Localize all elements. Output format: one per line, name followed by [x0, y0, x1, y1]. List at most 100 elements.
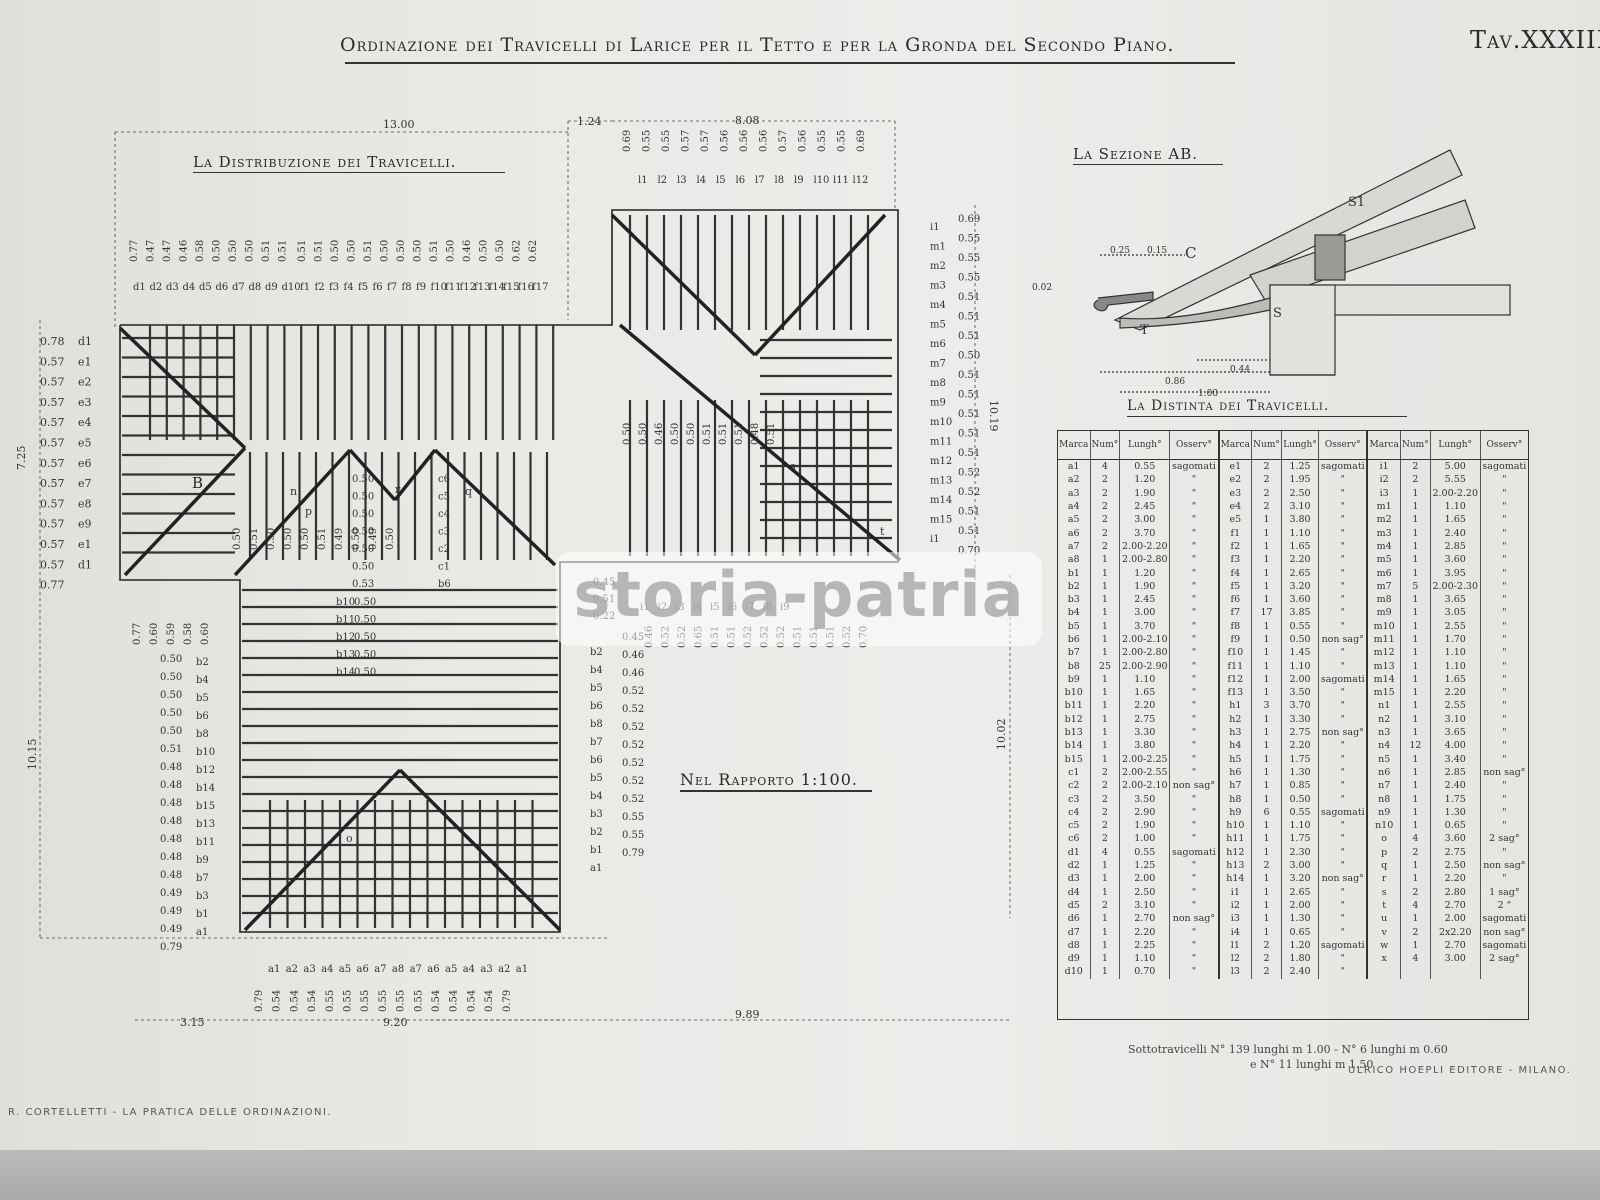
- schedule-cell: o: [1367, 832, 1401, 846]
- spacing-label: 0.51: [958, 409, 980, 420]
- spacing-label: b10: [196, 747, 215, 758]
- schedule-cell: 4.00: [1430, 739, 1481, 753]
- schedule-cell: 1: [1090, 672, 1121, 687]
- spacing-label: 0.69: [622, 130, 633, 152]
- spacing-label: 0.52: [958, 487, 980, 498]
- schedule-cell: h6: [1218, 765, 1253, 780]
- spacing-label: 0.46: [179, 240, 190, 262]
- schedule-cell: non sag°: [1483, 860, 1526, 872]
- schedule-cell: f6: [1218, 592, 1253, 607]
- spacing-label: 0.51: [958, 429, 980, 440]
- schedule-cell: m4: [1367, 539, 1401, 554]
- spacing-label: f5: [358, 282, 368, 293]
- schedule-cell: a8: [1058, 553, 1091, 567]
- hip-line: [610, 213, 757, 357]
- schedule-cell: 1: [1400, 672, 1431, 687]
- point-b-label: B: [192, 474, 203, 492]
- schedule-cell: 1: [1251, 925, 1282, 939]
- schedule-cell: x: [1367, 951, 1401, 966]
- spacing-label: 0.50: [160, 726, 182, 737]
- schedule-cell: 2: [1251, 486, 1282, 500]
- schedule-cell: 3.20: [1281, 872, 1320, 886]
- spacing-label: 0.54: [289, 990, 300, 1012]
- spacing-label: 0.52: [622, 794, 644, 805]
- schedule-cell: [1367, 965, 1401, 979]
- schedule-cell: n7: [1367, 779, 1401, 793]
- footnote-sottotravicelli: Sottotravicelli N° 139 lunghi m 1.00 - N…: [1128, 1042, 1448, 1072]
- spacing-label: a1: [196, 927, 208, 938]
- section-title: La Sezione AB.: [1073, 145, 1199, 163]
- hip-line: [243, 768, 402, 932]
- schedule-cell: d8: [1058, 938, 1091, 952]
- spacing-label: d3: [166, 282, 179, 293]
- spacing-label: a7: [410, 964, 422, 975]
- hip-line: [618, 323, 902, 562]
- spacing-label: 0.55: [378, 990, 389, 1012]
- schedule-cell: i3: [1218, 912, 1253, 926]
- spacing-label: a1: [590, 863, 602, 874]
- schedule-cell: ": [1318, 686, 1369, 700]
- spacing-label: 0.50: [638, 423, 649, 445]
- schedule-cell: v: [1367, 925, 1401, 939]
- schedule-cell: ": [1318, 606, 1369, 620]
- schedule-cell: ": [1169, 938, 1220, 952]
- spacing-label: c4: [438, 509, 450, 520]
- schedule-cell: 1: [1251, 912, 1282, 926]
- schedule-cell: 3.10: [1119, 898, 1171, 913]
- schedule-cell: 3.85: [1281, 606, 1320, 620]
- schedule-cell: 3.70: [1119, 619, 1171, 633]
- schedule-cell: i4: [1218, 925, 1253, 939]
- schedule-cell: 0.55: [1119, 845, 1171, 859]
- spacing-label: d1: [78, 558, 92, 571]
- spacing-label: 0.50: [352, 562, 374, 573]
- schedule-cell: ": [1318, 592, 1369, 607]
- schedule-cell: 1: [1400, 566, 1431, 580]
- spacing-label: r: [395, 483, 401, 496]
- spacing-label: 0.50: [160, 708, 182, 719]
- spacing-label: 0.59: [166, 623, 177, 645]
- spacing-label: 0.46: [654, 423, 665, 445]
- schedule-cell: m5: [1367, 553, 1401, 567]
- spacing-label: q: [465, 485, 472, 498]
- schedule-cell: 2: [1090, 473, 1121, 487]
- spacing-label: 0.77: [40, 579, 65, 592]
- schedule-cell: 2: [1090, 486, 1121, 500]
- spacing-label: d1: [78, 335, 92, 348]
- spacing-label: 0.55: [837, 130, 848, 152]
- spacing-label: 0.57: [700, 130, 711, 152]
- spacing-label: b8: [590, 719, 603, 730]
- watermark-text: storia-patria: [573, 558, 1025, 631]
- spacing-label: 0.48: [160, 762, 182, 773]
- schedule-cell: 2.40: [1281, 965, 1320, 979]
- schedule-cell: non sag°: [1483, 926, 1526, 938]
- schedule-cell: 0.65: [1430, 819, 1481, 833]
- schedule-cell: ": [1502, 806, 1507, 818]
- schedule-cell: ": [1169, 686, 1220, 700]
- schedule-cell: non sag°: [1318, 872, 1369, 886]
- schedule-cell: b11: [1058, 699, 1091, 713]
- schedule-cell: 2.00-2.80: [1119, 553, 1171, 567]
- spacing-label: 0.55: [958, 253, 980, 264]
- spacing-label: 0.57: [40, 538, 65, 551]
- schedule-cell: i2: [1367, 473, 1401, 487]
- schedule-cell: 1.00: [1119, 832, 1171, 846]
- schedule-cell: b5: [1058, 619, 1091, 633]
- schedule-cell: ": [1318, 845, 1369, 859]
- spacing-label: 0.50: [385, 528, 396, 550]
- schedule-cell: h8: [1218, 792, 1253, 806]
- schedule-cell: 1: [1400, 632, 1431, 647]
- schedule-cell: 4: [1400, 898, 1431, 913]
- schedule-cell: m13: [1367, 659, 1401, 673]
- schedule-cell: 1.90: [1119, 579, 1171, 593]
- schedule-cell: p: [1367, 845, 1401, 859]
- spacing-label: a4: [463, 964, 475, 975]
- rafter-hatching: [122, 215, 892, 928]
- schedule-cell: 2.75: [1119, 712, 1171, 726]
- footnote-line-2: e N° 11 lunghi m 1.50: [1250, 1058, 1374, 1071]
- schedule-cell: 2.45: [1119, 592, 1171, 607]
- hip-lines: [118, 213, 902, 932]
